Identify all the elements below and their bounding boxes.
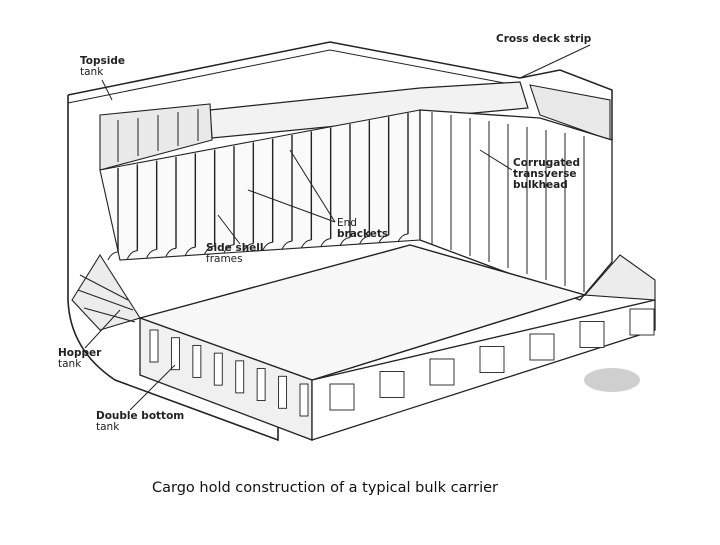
double-bottom-floor bbox=[256, 368, 266, 402]
double-bottom-floor bbox=[170, 337, 180, 371]
hopper-starboard bbox=[583, 254, 656, 301]
end-bracket bbox=[242, 243, 254, 252]
double-bottom-floor bbox=[329, 383, 355, 411]
end-bracket bbox=[184, 246, 196, 256]
end-bracket bbox=[204, 245, 215, 255]
label-hopper-tank: Hopper tank bbox=[58, 347, 102, 370]
side-shell-frame-set bbox=[107, 113, 409, 261]
double-bottom-floors-side bbox=[329, 308, 655, 411]
end-bracket bbox=[339, 237, 351, 246]
hopper-stiffeners bbox=[77, 274, 136, 323]
end-bracket bbox=[300, 239, 312, 249]
end-bracket bbox=[358, 235, 370, 245]
main-deck bbox=[67, 41, 613, 140]
figure-caption: Cargo hold construction of a typical bul… bbox=[151, 480, 499, 496]
topside-tank-stiffeners bbox=[117, 109, 199, 162]
shadow-smudge bbox=[584, 368, 640, 392]
label-topside-tank: Topside tank bbox=[80, 55, 125, 78]
end-bracket bbox=[107, 251, 119, 261]
double-bottom-floor bbox=[149, 329, 159, 363]
topside-tank-shape bbox=[99, 103, 213, 171]
hopper-tank-shape bbox=[71, 253, 141, 331]
label-cross-deck-strip: Cross deck strip bbox=[496, 33, 592, 45]
double-bottom-floor bbox=[579, 321, 605, 348]
deck-edge bbox=[67, 49, 521, 104]
double-bottom-floor bbox=[235, 360, 245, 394]
double-bottom-floor bbox=[479, 346, 505, 373]
double-bottom-floor bbox=[192, 344, 202, 378]
leader-lines bbox=[84, 44, 591, 411]
double-bottom-floors-front bbox=[149, 329, 309, 417]
end-bracket bbox=[165, 247, 177, 257]
double-bottom-floor bbox=[429, 358, 455, 386]
end-bracket bbox=[378, 234, 389, 244]
double-bottom-floor bbox=[213, 352, 223, 386]
bulkhead-corrugations bbox=[431, 112, 585, 292]
end-bracket bbox=[281, 240, 293, 250]
end-bracket bbox=[223, 244, 235, 254]
double-bottom-floor bbox=[379, 371, 405, 398]
end-bracket bbox=[397, 233, 409, 243]
double-bottom-floor bbox=[278, 375, 288, 409]
label-side-shell-frames: Side shell frames bbox=[206, 242, 264, 265]
double-bottom-floor bbox=[529, 333, 555, 361]
corrugated-bulkhead bbox=[419, 109, 613, 301]
end-bracket bbox=[320, 238, 331, 248]
end-bracket bbox=[126, 250, 138, 260]
label-corrugated-bulkhead: Corrugated transverse bulkhead bbox=[513, 157, 581, 191]
label-end-brackets: End brackets bbox=[337, 217, 389, 240]
end-bracket bbox=[262, 241, 273, 251]
label-double-bottom-tank: Double bottom tank bbox=[96, 410, 185, 433]
double-bottom-floor bbox=[299, 383, 309, 417]
end-bracket bbox=[146, 249, 157, 258]
double-bottom-floor bbox=[629, 308, 655, 336]
